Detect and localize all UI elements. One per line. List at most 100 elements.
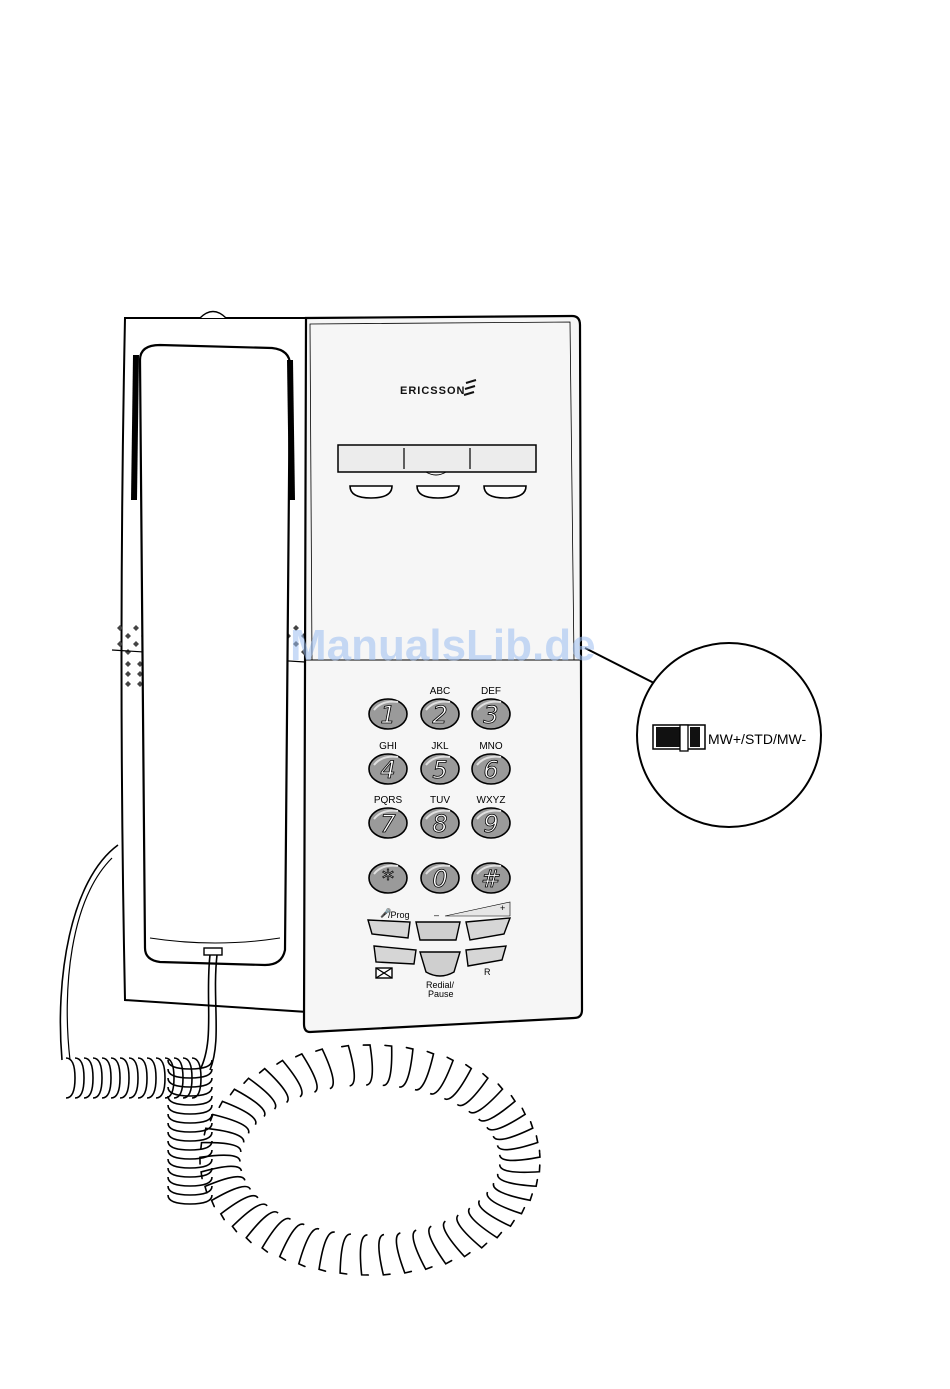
key-hash[interactable]: #: [472, 863, 510, 893]
key-letters: MNO: [479, 741, 503, 752]
cord-coil: [360, 1235, 368, 1275]
mw-switch-icon: [653, 725, 705, 751]
cord-coil: [212, 1187, 251, 1207]
cord-coil: [396, 1233, 411, 1273]
key-4[interactable]: 4: [369, 754, 407, 784]
key-letters: ABC: [430, 686, 451, 697]
key-2[interactable]: 2: [421, 699, 459, 729]
cord-coil: [156, 1058, 165, 1098]
cord-coil: [379, 1235, 390, 1275]
cord-coil: [363, 1045, 372, 1085]
cord-coil: [120, 1058, 129, 1098]
cord-coil: [277, 1060, 302, 1096]
watermark: ManualsLib.de: [290, 621, 596, 670]
cord-coil: [168, 1168, 212, 1177]
handset: [134, 345, 292, 1070]
cord-coil: [457, 1215, 487, 1248]
volume-minus-label: –: [434, 910, 439, 920]
message-key[interactable]: [374, 946, 416, 964]
cord-coil: [457, 1074, 488, 1106]
cord-coil: [430, 1057, 453, 1094]
cord-coil: [469, 1084, 503, 1113]
cord-coil: [299, 1229, 319, 1267]
key-1[interactable]: 1: [369, 699, 407, 729]
prog-key-label: /Prog: [388, 910, 410, 920]
function-label-strip: [338, 445, 536, 475]
cord-coil: [262, 1218, 290, 1252]
cord-coil: [260, 1069, 289, 1103]
r-key-label: R: [484, 967, 491, 977]
key-7[interactable]: 7: [369, 808, 407, 838]
key-digit: 5: [432, 756, 447, 784]
cord-coil: [168, 1150, 212, 1159]
cord-coil: [479, 1096, 515, 1121]
mw-switch-label: MW+/STD/MW-: [708, 731, 806, 747]
key-letters: WXYZ: [477, 795, 506, 806]
cord-coil: [211, 1114, 249, 1133]
brand-logo-text: ERICSSON: [400, 385, 465, 397]
programmable-key-1[interactable]: [350, 486, 392, 498]
cord-coil: [168, 1114, 212, 1123]
cord-coil: [138, 1058, 147, 1098]
cord-coil: [93, 1058, 102, 1098]
cord-coil: [111, 1058, 120, 1098]
cord-left: [60, 845, 118, 1060]
key-digit: 7: [380, 810, 396, 838]
cord-coil: [444, 1221, 470, 1256]
key-digit: 2: [432, 701, 447, 729]
key-3[interactable]: 3: [472, 699, 510, 729]
cord-coil: [244, 1078, 276, 1109]
key-digit: 8: [432, 810, 447, 838]
cord-coil: [66, 1058, 75, 1098]
cord-coil: [102, 1058, 111, 1098]
cord-coil: [493, 1122, 533, 1140]
key-digit: 1: [380, 701, 395, 729]
cord-coil: [498, 1136, 538, 1150]
message-envelope-icon: [376, 968, 392, 978]
cord-coil: [469, 1208, 502, 1238]
cord-coil: [487, 1192, 524, 1214]
redial-pause-key[interactable]: [420, 952, 460, 976]
key-0[interactable]: 0: [421, 863, 459, 893]
programmable-key-3[interactable]: [484, 486, 526, 498]
programmable-key-2[interactable]: [417, 486, 459, 498]
cord-coil: [383, 1045, 392, 1085]
cord-coil: [429, 1226, 452, 1264]
cord-coil: [500, 1150, 540, 1160]
key-6[interactable]: 6: [472, 754, 510, 784]
volume-minus-key[interactable]: [416, 922, 460, 940]
cord-coil: [280, 1224, 305, 1260]
volume-plus-label: +: [500, 903, 505, 913]
cord-coil: [319, 1232, 335, 1271]
cord-coil: [399, 1048, 413, 1087]
cord-coil: [129, 1058, 138, 1098]
key-8[interactable]: 8: [421, 808, 459, 838]
cord-coil: [75, 1058, 84, 1098]
cord-coil: [168, 1177, 212, 1186]
key-digit: *: [382, 865, 394, 893]
key-letters: DEF: [481, 686, 501, 697]
cord-coil: [246, 1212, 278, 1243]
cord-coil: [498, 1174, 538, 1186]
cord-coil: [147, 1058, 156, 1098]
redial-label-line2: Pause: [428, 989, 454, 999]
cord-coil: [232, 1204, 267, 1231]
cord-coil: [168, 1105, 212, 1114]
key-letters: TUV: [430, 795, 450, 806]
cord-coil: [168, 1159, 212, 1168]
cord-coil: [296, 1054, 317, 1092]
cord-coil: [444, 1065, 471, 1100]
key-digit: 9: [483, 810, 498, 838]
key-star[interactable]: *: [369, 863, 407, 893]
cord-coil: [168, 1195, 212, 1204]
key-digit: #: [481, 865, 501, 893]
key-5[interactable]: 5: [421, 754, 459, 784]
key-digit: 0: [432, 865, 447, 893]
key-digit: 6: [483, 756, 498, 784]
key-9[interactable]: 9: [472, 808, 510, 838]
key-letters: GHI: [379, 741, 397, 752]
cord-coil: [415, 1052, 434, 1090]
key-digit: 4: [380, 756, 395, 784]
cord-coil: [84, 1058, 93, 1098]
cord-coil: [487, 1108, 525, 1130]
